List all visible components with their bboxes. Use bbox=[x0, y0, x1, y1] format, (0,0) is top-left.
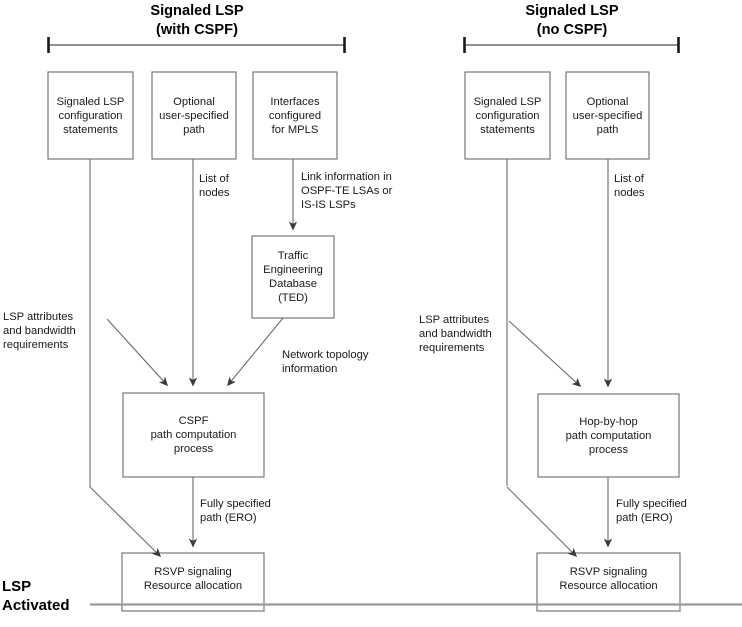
box-left-ted bbox=[251, 235, 335, 319]
connector-left-ted-to-cspf bbox=[227, 317, 284, 387]
edge-label-right-lsp-attributes: LSP attributes and bandwidth requirement… bbox=[419, 314, 492, 354]
edge-label-left-fully-specified: Fully specified path (ERO) bbox=[200, 498, 271, 524]
box-left-rsvp-label: RSVP signaling Resource allocation bbox=[143, 566, 243, 592]
box-right-compute-label: Hop-by-hop path computation process bbox=[565, 415, 652, 456]
box-left-interfaces-label: Interfaces configured for MPLS bbox=[268, 95, 322, 136]
edge-label-left-list-of-nodes: List of nodes bbox=[199, 173, 230, 199]
connector-right-config-to-rsvp bbox=[506, 159, 578, 558]
left-panel-title: Signaled LSP (with CSPF) bbox=[150, 3, 244, 38]
box-left-ted-label: Traffic Engineering Database (TED) bbox=[263, 250, 323, 304]
box-right-rsvp-label: RSVP signaling Resource allocation bbox=[559, 566, 658, 592]
right-panel-title: Signaled LSP (no CSPF) bbox=[525, 3, 619, 38]
box-left-userpath-label: Optional user-specified path bbox=[159, 95, 229, 136]
edge-label-right-fully-specified: Fully specified path (ERO) bbox=[616, 498, 687, 524]
right-panel-bracket bbox=[463, 37, 680, 53]
left-panel-bracket bbox=[47, 37, 346, 53]
box-right-config bbox=[464, 71, 551, 160]
lsp-activated-label: LSP Activated bbox=[2, 578, 70, 614]
box-right-userpath bbox=[565, 71, 650, 160]
edge-label-left-lsp-attributes: LSP attributes and bandwidth requirement… bbox=[3, 311, 76, 351]
connector-left-attributes-to-cspf bbox=[106, 318, 169, 387]
box-left-config-label: Signaled LSP configuration statements bbox=[56, 95, 125, 136]
connector-left-config-to-rsvp bbox=[89, 159, 162, 558]
box-left-userpath bbox=[151, 71, 237, 160]
box-left-interfaces bbox=[252, 71, 338, 160]
connector-right-attributes-to-compute bbox=[508, 320, 582, 388]
edge-label-left-link-info: Link information in OSPF-TE LSAs or IS-I… bbox=[301, 171, 393, 211]
box-right-config-label: Signaled LSP configuration statements bbox=[473, 95, 542, 136]
box-left-compute-label: CSPF path computation process bbox=[150, 415, 237, 455]
box-right-userpath-label: Optional user-specified path bbox=[572, 95, 643, 136]
edge-label-right-list-of-nodes: List of nodes bbox=[614, 173, 645, 199]
box-left-rsvp bbox=[121, 552, 265, 612]
edge-label-left-network-topology: Network topology information bbox=[282, 349, 369, 375]
box-left-compute bbox=[122, 392, 265, 478]
box-right-rsvp bbox=[536, 552, 681, 612]
